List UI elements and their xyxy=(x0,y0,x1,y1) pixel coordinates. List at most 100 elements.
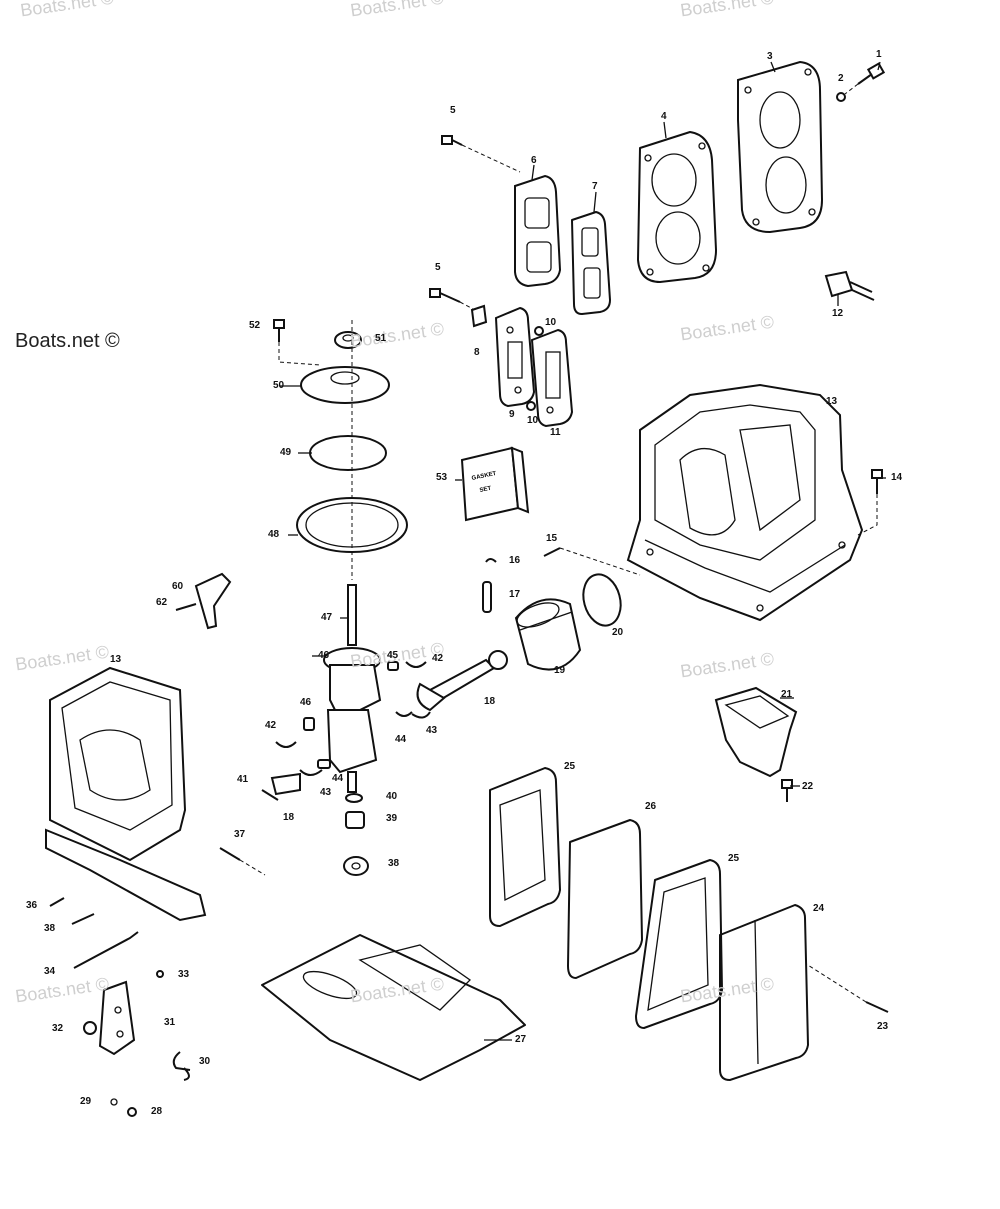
part-38-screw-left[interactable] xyxy=(71,913,95,925)
callout-label: 18 xyxy=(484,696,496,707)
callout-label: 34 xyxy=(44,966,56,977)
leader-lines xyxy=(280,61,886,1041)
callout-label: 49 xyxy=(280,447,292,458)
part-28-nut[interactable] xyxy=(127,1107,137,1117)
part-7-port-gasket[interactable] xyxy=(571,211,611,315)
part-29-clip[interactable] xyxy=(110,1098,118,1106)
part-17-wrist-pin[interactable] xyxy=(482,581,492,613)
part-42-bearing-half-upper[interactable] xyxy=(405,661,427,668)
part-23-screw[interactable] xyxy=(865,1001,889,1013)
callout-label: 40 xyxy=(386,791,398,802)
callout-label: 44 xyxy=(395,734,407,745)
part-13-cylinder-block[interactable] xyxy=(626,383,864,622)
part-25-gasket-front[interactable] xyxy=(489,767,561,927)
callout-label: 42 xyxy=(432,653,444,664)
callout-label: 27 xyxy=(515,1034,527,1045)
callout-label: 10 xyxy=(545,317,557,328)
part-34-link-rod[interactable] xyxy=(73,931,139,969)
part-44-bearing-half[interactable] xyxy=(395,711,413,717)
part-40-o-ring[interactable] xyxy=(345,793,363,803)
part-45-needle-cage[interactable] xyxy=(387,661,399,671)
part-20-piston-ring[interactable] xyxy=(578,570,626,630)
part-49-gasket[interactable] xyxy=(309,435,387,471)
part-27-base-gasket[interactable] xyxy=(261,934,526,1081)
callout-label: 10 xyxy=(527,415,539,426)
part-10-washer-upper[interactable] xyxy=(534,326,544,336)
part-11-reed-block[interactable] xyxy=(530,328,574,428)
part-18-rod-cap[interactable] xyxy=(270,772,301,796)
callout-label: 51 xyxy=(375,333,387,344)
part-3-head-cover[interactable] xyxy=(737,60,824,234)
callout-label: 5 xyxy=(450,105,456,116)
callout-label: 12 xyxy=(832,308,844,319)
part-51-seal[interactable] xyxy=(334,331,362,349)
part-5-screw-lower[interactable] xyxy=(429,288,461,303)
callout-label: 13 xyxy=(110,654,122,665)
callout-label: 20 xyxy=(612,627,624,638)
callout-label: 47 xyxy=(321,612,333,623)
part-10-washer-lower[interactable] xyxy=(526,401,536,411)
callout-label: 15 xyxy=(546,533,558,544)
callout-label: 22 xyxy=(802,781,814,792)
part-41-screw[interactable] xyxy=(261,789,279,801)
part-44-bearing-half-lower[interactable] xyxy=(317,759,331,769)
part-16-retaining-ring[interactable] xyxy=(485,558,497,563)
callout-label: 45 xyxy=(387,650,399,661)
part-30-spring[interactable] xyxy=(172,1051,191,1081)
part-18-connecting-rod[interactable] xyxy=(416,650,508,712)
callout-label: 44 xyxy=(332,773,344,784)
part-22-screw[interactable] xyxy=(781,779,793,802)
part-43-bearing-half[interactable] xyxy=(411,711,431,719)
part-2-washer[interactable] xyxy=(836,92,846,102)
callout-label: 23 xyxy=(877,1021,889,1032)
part-8-retainer[interactable] xyxy=(470,304,488,328)
callout-label: 24 xyxy=(813,903,825,914)
callout-label: 13 xyxy=(826,396,838,407)
part-4-head-gasket[interactable] xyxy=(637,131,717,283)
part-15-dowel-pin[interactable] xyxy=(543,547,561,557)
callout-label: 30 xyxy=(199,1056,211,1067)
part-32-grommet[interactable] xyxy=(83,1021,97,1035)
part-21-exhaust-housing[interactable] xyxy=(714,686,798,778)
callout-label: 37 xyxy=(234,829,246,840)
part-31-bracket[interactable] xyxy=(98,980,136,1056)
callout-label: 19 xyxy=(554,665,566,676)
part-9-reed-plate[interactable] xyxy=(494,306,536,408)
callout-label: 25 xyxy=(564,761,576,772)
callout-label: 52 xyxy=(249,320,261,331)
part-25-gasket-rear[interactable] xyxy=(635,859,723,1029)
part-42-bearing-half-lower[interactable] xyxy=(275,741,297,748)
part-47-crankshaft[interactable] xyxy=(323,584,382,793)
part-19-piston[interactable] xyxy=(514,598,582,671)
callout-label: 32 xyxy=(52,1023,64,1034)
part-43-bearing-half-lower[interactable] xyxy=(299,769,323,776)
part-24-exhaust-cover[interactable] xyxy=(719,903,810,1082)
callout-label: 25 xyxy=(728,853,740,864)
part-12-sender[interactable] xyxy=(824,270,875,301)
part-13-crankcase-half[interactable] xyxy=(45,666,207,922)
part-52-bolt[interactable] xyxy=(273,319,285,342)
part-14-bolt[interactable] xyxy=(871,469,883,494)
part-46-needle-cage[interactable] xyxy=(303,717,315,731)
part-37-stud[interactable] xyxy=(219,847,241,861)
part-53-gasket-set-box[interactable] xyxy=(460,446,530,522)
part-5-screw-upper[interactable] xyxy=(441,135,463,146)
part-36-screw[interactable] xyxy=(49,897,65,907)
callout-label: 50 xyxy=(273,380,285,391)
callout-label: 26 xyxy=(645,801,657,812)
callout-label: 17 xyxy=(509,589,521,600)
part-38-seal-lower[interactable] xyxy=(343,856,369,876)
part-33-screw[interactable] xyxy=(156,970,164,978)
part-26-baffle-plate[interactable] xyxy=(567,819,643,979)
part-1-bolt[interactable] xyxy=(857,62,886,85)
part-62-screw[interactable] xyxy=(175,603,197,611)
boats-net-watermark: Boats.net © xyxy=(15,330,120,352)
callout-label: 5 xyxy=(435,262,441,273)
part-39-bearing[interactable] xyxy=(345,811,365,829)
part-50-end-cap[interactable] xyxy=(300,366,390,404)
part-60-bracket[interactable] xyxy=(194,572,232,630)
callout-label: 28 xyxy=(151,1106,163,1117)
part-6-port-cover[interactable] xyxy=(514,174,562,288)
callout-label: 43 xyxy=(426,725,438,736)
callout-label: 8 xyxy=(474,347,480,358)
